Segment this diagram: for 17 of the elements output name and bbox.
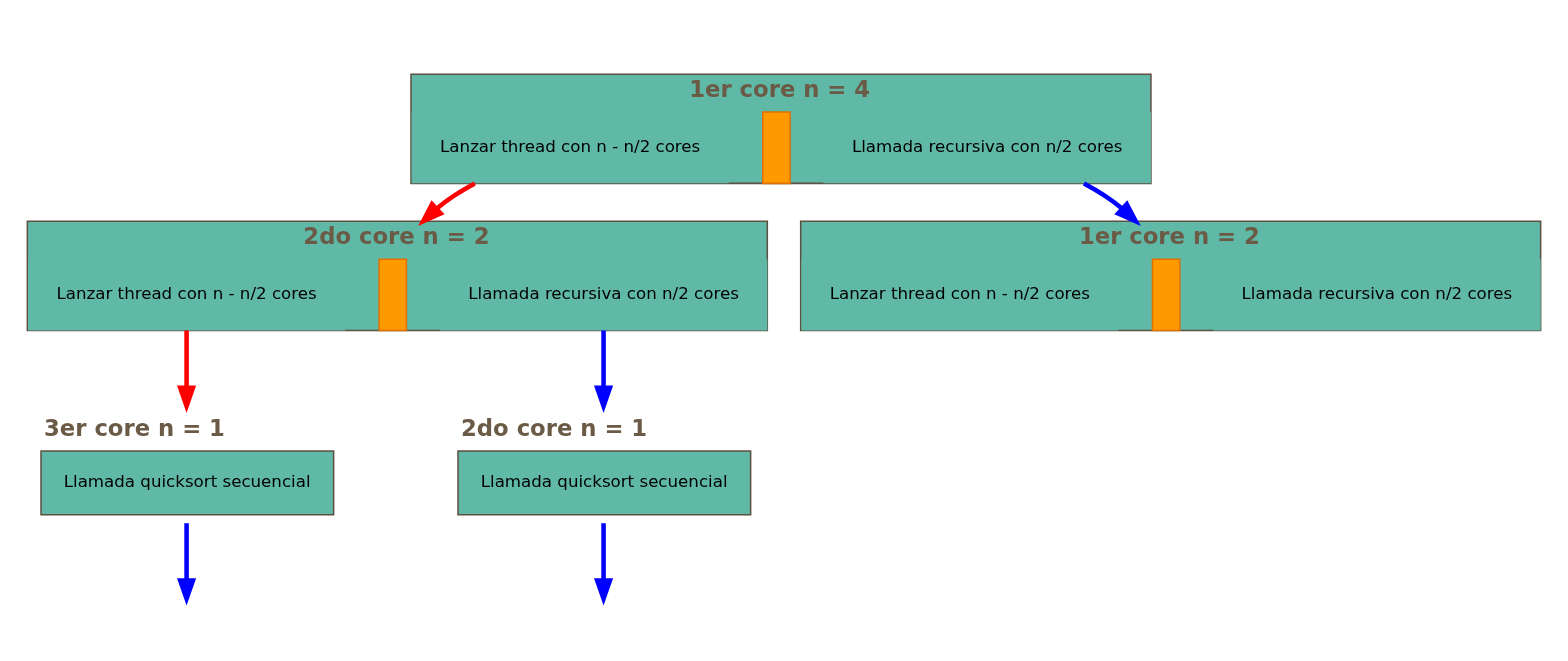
node-box xyxy=(762,110,791,184)
node-box: Llamada recursiva con n/2 cores xyxy=(439,258,768,330)
arrow xyxy=(594,522,614,606)
node-box xyxy=(378,257,408,331)
node-box xyxy=(1151,257,1181,331)
arrow xyxy=(418,181,476,226)
arrow xyxy=(177,522,197,606)
arrow xyxy=(177,330,197,413)
node-box: Llamada recursiva con n/2 cores xyxy=(823,111,1151,183)
node-box: Lanzar thread con n - n/2 cores xyxy=(28,258,346,330)
node-label: 2do core n = 1 xyxy=(461,414,648,441)
node-box: Lanzar thread con n - n/2 cores xyxy=(801,258,1119,330)
node-label: 3er core n = 1 xyxy=(44,414,225,441)
arrow xyxy=(1082,181,1141,226)
node-box: Llamada recursiva con n/2 cores xyxy=(1213,258,1541,330)
arrow xyxy=(594,330,614,413)
node-box: Lanzar thread con n - n/2 cores xyxy=(411,111,729,183)
